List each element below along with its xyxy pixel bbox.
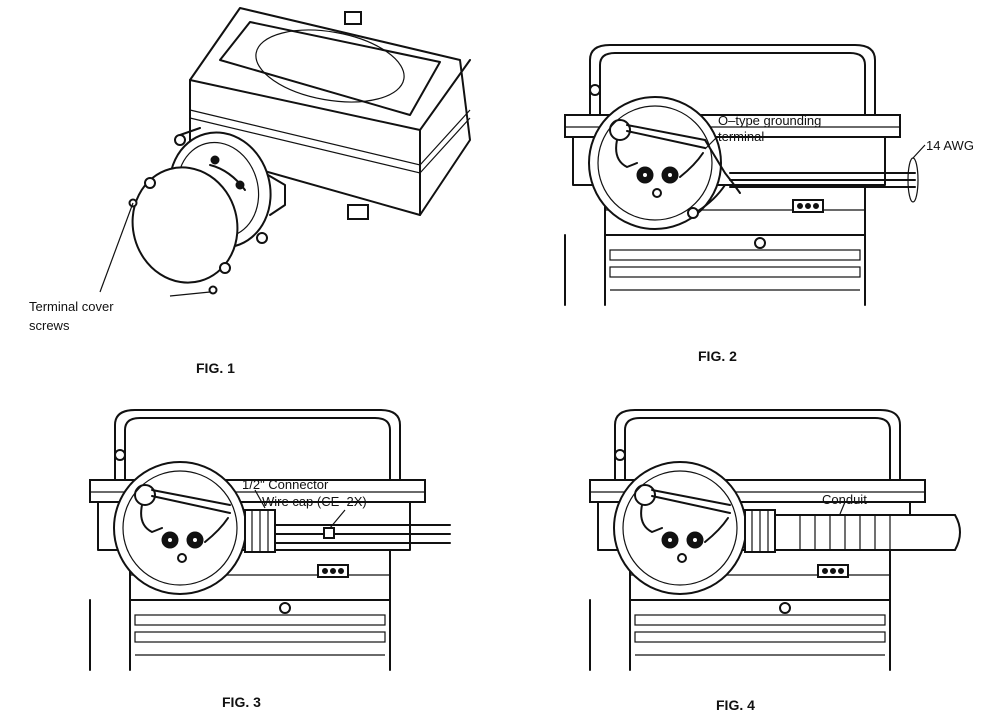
fig3-actuator-connector [89,409,451,671]
fig2-actuator-wiring [564,44,926,306]
fig2-label-ground-line1: O–type grounding [718,113,821,128]
fig1-leader-top [99,202,134,293]
fig4-label-conduit: Conduit [822,492,867,507]
fig1-actuator-exploded [99,7,471,297]
fig1-label-line2: screws [29,318,70,333]
fig3-wire-cap [323,527,335,539]
fig1-caption: FIG. 1 [196,360,235,376]
fig4-actuator-conduit [589,409,961,671]
fig1-base-clip [347,204,369,220]
fig3-label-connector: 1/2" Connector [242,477,329,492]
fig2-grounding-terminal [687,207,699,219]
fig1-label-line1: Terminal cover [29,299,114,314]
fig2-caption: FIG. 2 [698,348,737,364]
fig1-leader-bottom [169,291,211,297]
fig1-screw-bottom [208,285,218,295]
fig3-caption: FIG. 3 [222,694,261,710]
fig4-caption: FIG. 4 [716,697,755,713]
fig2-label-awg: 14 AWG [926,138,974,153]
fig4-conduit [774,514,961,551]
fig3-label-wirecap: Wire cap (CE–2X) [262,494,367,509]
fig1-terminal-cover [131,166,239,284]
fig2-label-ground-line2: terminal [718,129,764,144]
